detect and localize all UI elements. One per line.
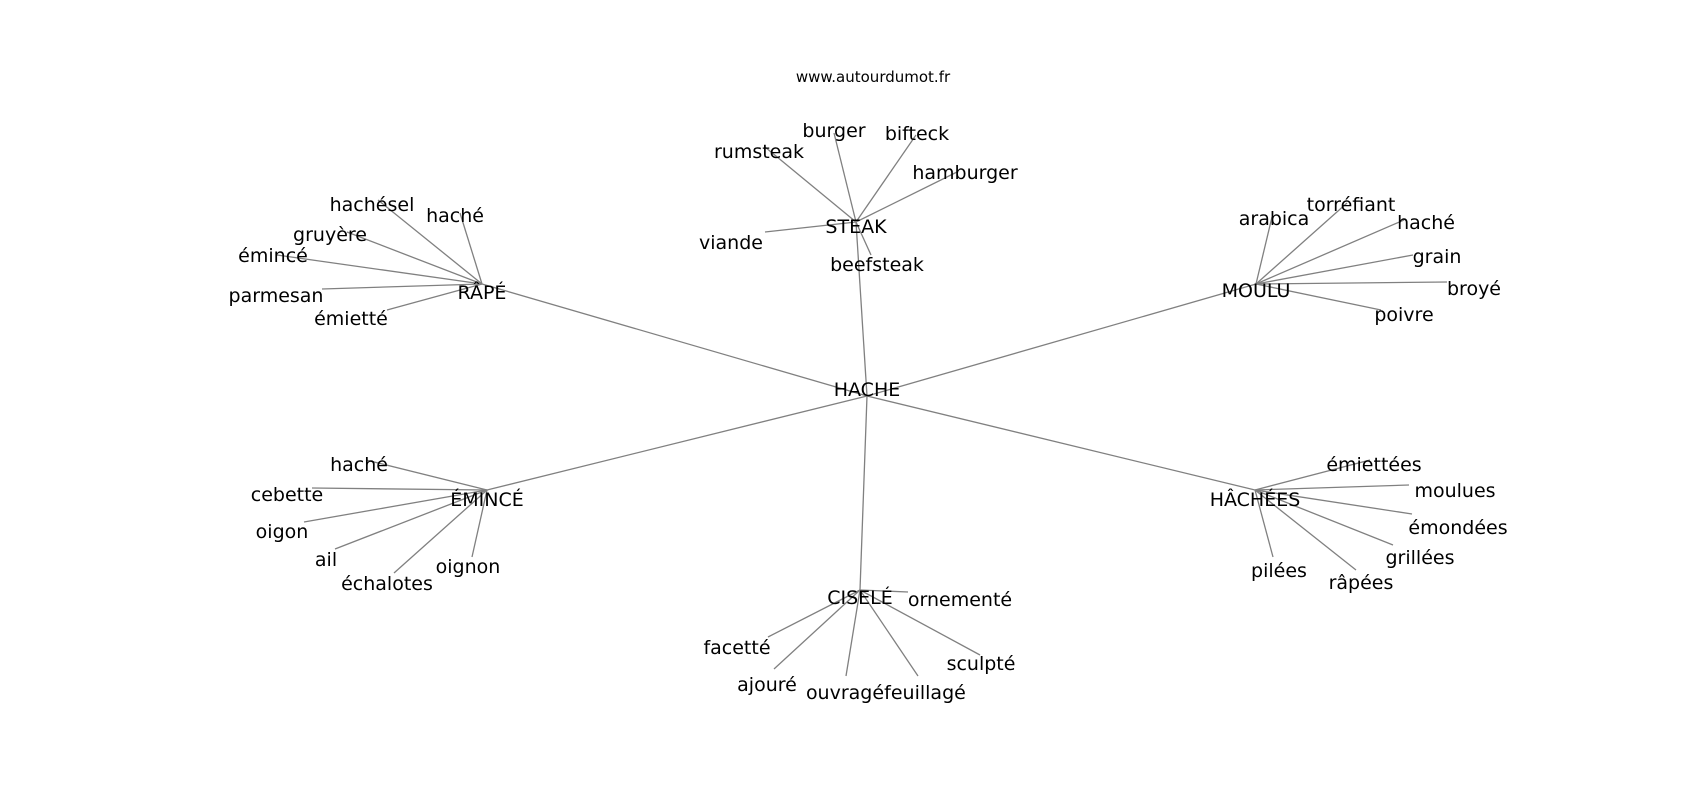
leaf-node: oignon [436,556,501,578]
leaf-node: échalotes [341,573,433,595]
edge-emince-leaf [303,489,488,523]
edge-steak-leaf [764,146,857,223]
leaf-node: poivre [1374,304,1433,326]
edge-rape-leaf [377,199,483,285]
leaf-node: arabica [1239,208,1310,230]
edge-moulu-leaf [1255,283,1382,311]
hub-node-hachees: HÂCHÉES [1210,488,1301,511]
edge-hachees-leaf [1254,484,1410,491]
edge-moulu-leaf [1255,281,1448,285]
edge-center-steak [855,221,868,397]
leaf-node: haché [426,205,484,227]
edge-emince-leaf [471,489,488,558]
edge-cisele-leaf [767,589,861,638]
leaf-node: oigon [256,521,309,543]
leaf-node: émietté [314,308,388,330]
leaf-node: burger [802,120,865,142]
leaf-node: parmesan [229,285,324,307]
leaf-node: ajouré [737,674,797,696]
leaf-node: pilées [1251,560,1307,582]
leaf-node: émondées [1408,517,1507,539]
leaf-node: moulues [1414,480,1495,502]
leaf-node: hachésel [330,194,415,216]
leaf-node: feuillagé [884,682,966,704]
edge-emince-leaf [334,489,488,550]
edge-rape-leaf [459,212,483,285]
edge-rape-leaf [386,283,483,311]
hub-node-rape: RÂPÉ [458,281,507,304]
leaf-node: torréfiant [1307,194,1396,216]
edge-hachees-leaf [1254,459,1371,491]
edge-hachees-leaf [1254,489,1413,515]
edge-emince-leaf [365,459,488,491]
edge-moulu-leaf [1255,254,1414,285]
leaf-node: ail [315,549,337,571]
edge-steak-leaf [855,134,917,223]
leaf-node: facetté [703,637,770,659]
edge-hachees-leaf [1254,489,1394,546]
edge-rape-leaf [321,283,483,290]
leaf-node: grain [1413,246,1462,268]
edge-hachees-leaf [1254,489,1357,571]
hub-node-emince: ÉMINCÉ [450,488,524,511]
edge-steak-leaf [855,171,958,223]
edge-moulu-leaf [1255,202,1348,285]
edge-center-emince [486,395,868,491]
edge-center-hachees [866,395,1256,491]
edge-steak-leaf [833,132,857,223]
edge-cisele-leaf [773,589,861,670]
hub-node-moulu: MOULU [1222,280,1291,302]
leaf-node: haché [330,454,388,476]
edge-cisele-leaf [859,589,981,656]
edge-emince-leaf [393,489,488,574]
edge-emince-leaf [311,487,488,491]
leaf-node: rumsteak [714,141,804,163]
leaf-node: viande [699,232,763,254]
edge-cisele-leaf [859,589,909,593]
edge-rape-leaf [276,254,483,285]
edge-center-rape [481,283,868,397]
center-node: HACHE [834,379,901,401]
edge-rape-leaf [346,231,483,285]
leaf-node: émincé [238,245,308,267]
edge-moulu-leaf [1255,216,1273,285]
edge-center-cisele [859,395,868,591]
leaf-node: broyé [1447,278,1501,300]
edge-cisele-leaf [845,589,861,677]
leaf-node: sculpté [947,653,1016,675]
leaf-node: bifteck [885,123,949,145]
edge-steak-leaf [855,221,872,256]
leaf-node: beefsteak [830,254,924,276]
hub-node-cisele: CISELÉ [827,586,893,609]
graph-edges [276,132,1448,677]
leaf-node: râpées [1329,572,1394,594]
source-url: www.autourdumot.fr [796,68,951,86]
leaf-node: émiettées [1326,454,1421,476]
edge-hachees-leaf [1254,489,1274,558]
leaf-node: haché [1397,212,1455,234]
leaf-node: hamburger [912,162,1018,184]
edge-cisele-leaf [859,589,919,677]
leaf-node: ornementé [908,589,1012,611]
edge-center-moulu [866,283,1257,397]
leaf-node: ouvragé [806,682,884,704]
hub-node-steak: STEAK [825,216,887,238]
leaf-node: cebette [251,484,323,506]
edge-steak-leaf [764,221,857,233]
leaf-node: gruyère [293,224,367,246]
leaf-node: grillées [1386,547,1455,569]
graph-labels: www.autourdumot.fr HACHE burger bifteck ru… [229,68,1508,704]
edge-moulu-leaf [1255,219,1405,285]
